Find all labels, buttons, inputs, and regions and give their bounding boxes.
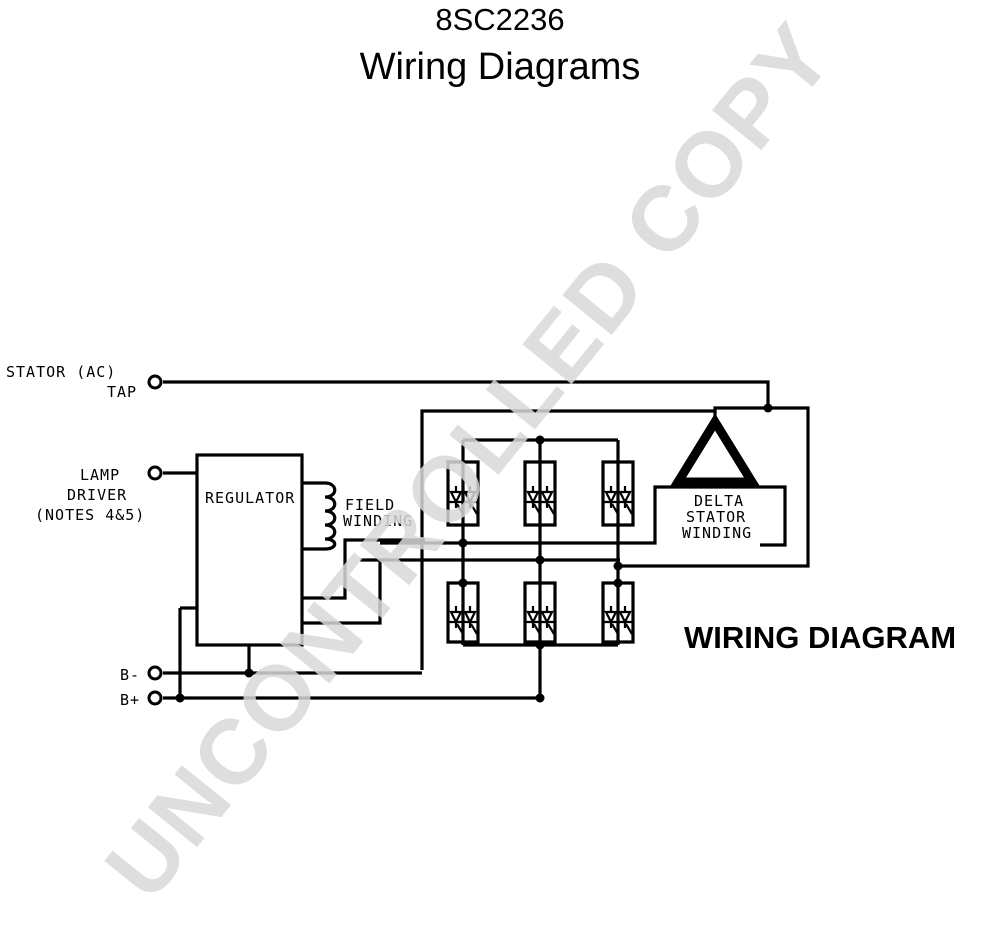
- wiring-diagram-caption: WIRING DIAGRAM: [684, 620, 956, 655]
- field-label-line1: FIELD: [345, 496, 395, 514]
- lamp-label-line3: (NOTES 4&5): [35, 506, 145, 524]
- lamp-label-line1: LAMP: [80, 466, 120, 484]
- regulator-box: [195, 453, 304, 647]
- b-plus-label: B+: [120, 691, 140, 709]
- regulator-label: REGULATOR: [205, 489, 295, 507]
- stator-label-line1: STATOR (AC): [6, 363, 116, 381]
- b-minus-terminal: [147, 665, 163, 681]
- terminals: [147, 374, 163, 706]
- delta-label-line3: WINDING: [682, 524, 752, 542]
- junction-dots: [175, 403, 773, 703]
- stator-label-line2: TAP: [107, 383, 137, 401]
- stator-tap-terminal: [147, 374, 163, 390]
- b-plus-terminal: [147, 690, 163, 706]
- delta-stator-triangle: [669, 413, 761, 487]
- delta-label-line1: DELTA: [694, 492, 744, 510]
- field-winding-coil: [324, 481, 337, 551]
- field-label-line2: WINDING: [343, 512, 413, 530]
- lamp-driver-terminal: [147, 465, 163, 481]
- b-minus-label: B-: [120, 666, 140, 684]
- document-title: Wiring Diagrams: [359, 46, 641, 88]
- lamp-label-line2: DRIVER: [67, 486, 127, 504]
- delta-label-line2: STATOR: [686, 508, 746, 526]
- wires: [163, 380, 810, 700]
- document-code: 8SC2236: [435, 2, 565, 37]
